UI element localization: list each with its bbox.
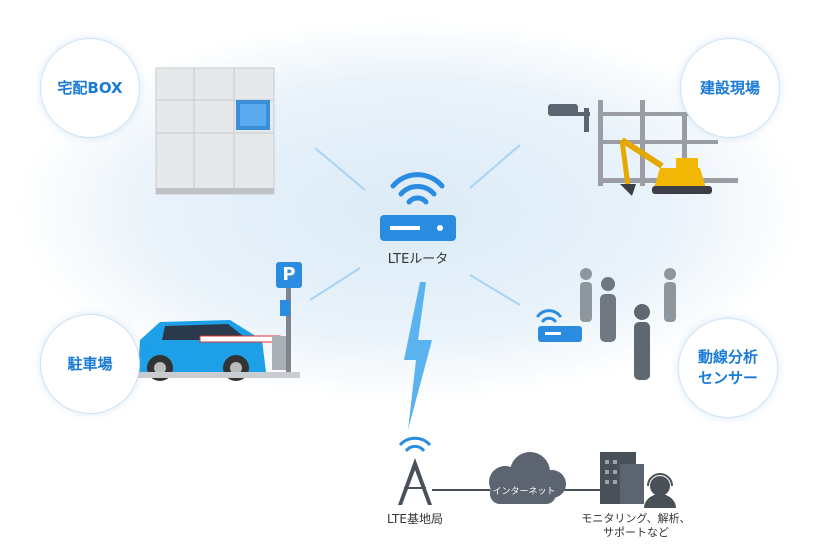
camera-icon [548,104,578,116]
flow-analysis-label-line1: 動線分析 [697,348,758,366]
support-label-line2: サポートなど [603,526,669,539]
connector-line-sensor [469,274,521,306]
flow-analysis-node: 動線分析 センサー [678,318,778,418]
lte-tower-icon [398,436,432,505]
parking-sign-letter: P [282,264,296,285]
parking-label: 駐車場 [67,354,113,373]
support-label-line1: モニタリング、解析、 [581,512,691,525]
internet-cloud-icon [489,452,566,504]
support-label: モニタリング、解析、 サポートなど [566,512,706,540]
lte-router-icon [380,172,456,241]
router-label: LTEルータ [387,252,449,267]
parking-sign-icon [276,262,302,288]
delivery-locker-icon [155,67,275,195]
parking-node: 駐車場 [40,314,140,414]
base-station-label: LTE基地局 [387,512,443,526]
internet-cloud-label: インターネット [492,487,556,497]
flow-analysis-label-line2: センサー [697,369,758,387]
support-operator-icon [644,473,676,508]
gate-bar-icon [199,335,281,343]
connector-line-construction [469,144,521,189]
connector-line-parking [309,267,361,301]
construction-site-icon [548,100,738,196]
delivery-box-node: 宅配BOX [40,38,140,138]
construction-label: 建設現場 [699,78,760,97]
construction-node: 建設現場 [680,38,780,138]
office-building-icon [600,452,644,504]
parking-scene-icon [136,262,302,381]
people-silhouettes-icon [580,268,676,380]
connector-line-box [314,147,366,191]
excavator-icon [654,168,706,188]
sensor-router-icon [536,309,582,342]
delivery-box-label: 宅配BOX [57,78,123,97]
wireless-signal-bolt-icon [404,282,432,430]
